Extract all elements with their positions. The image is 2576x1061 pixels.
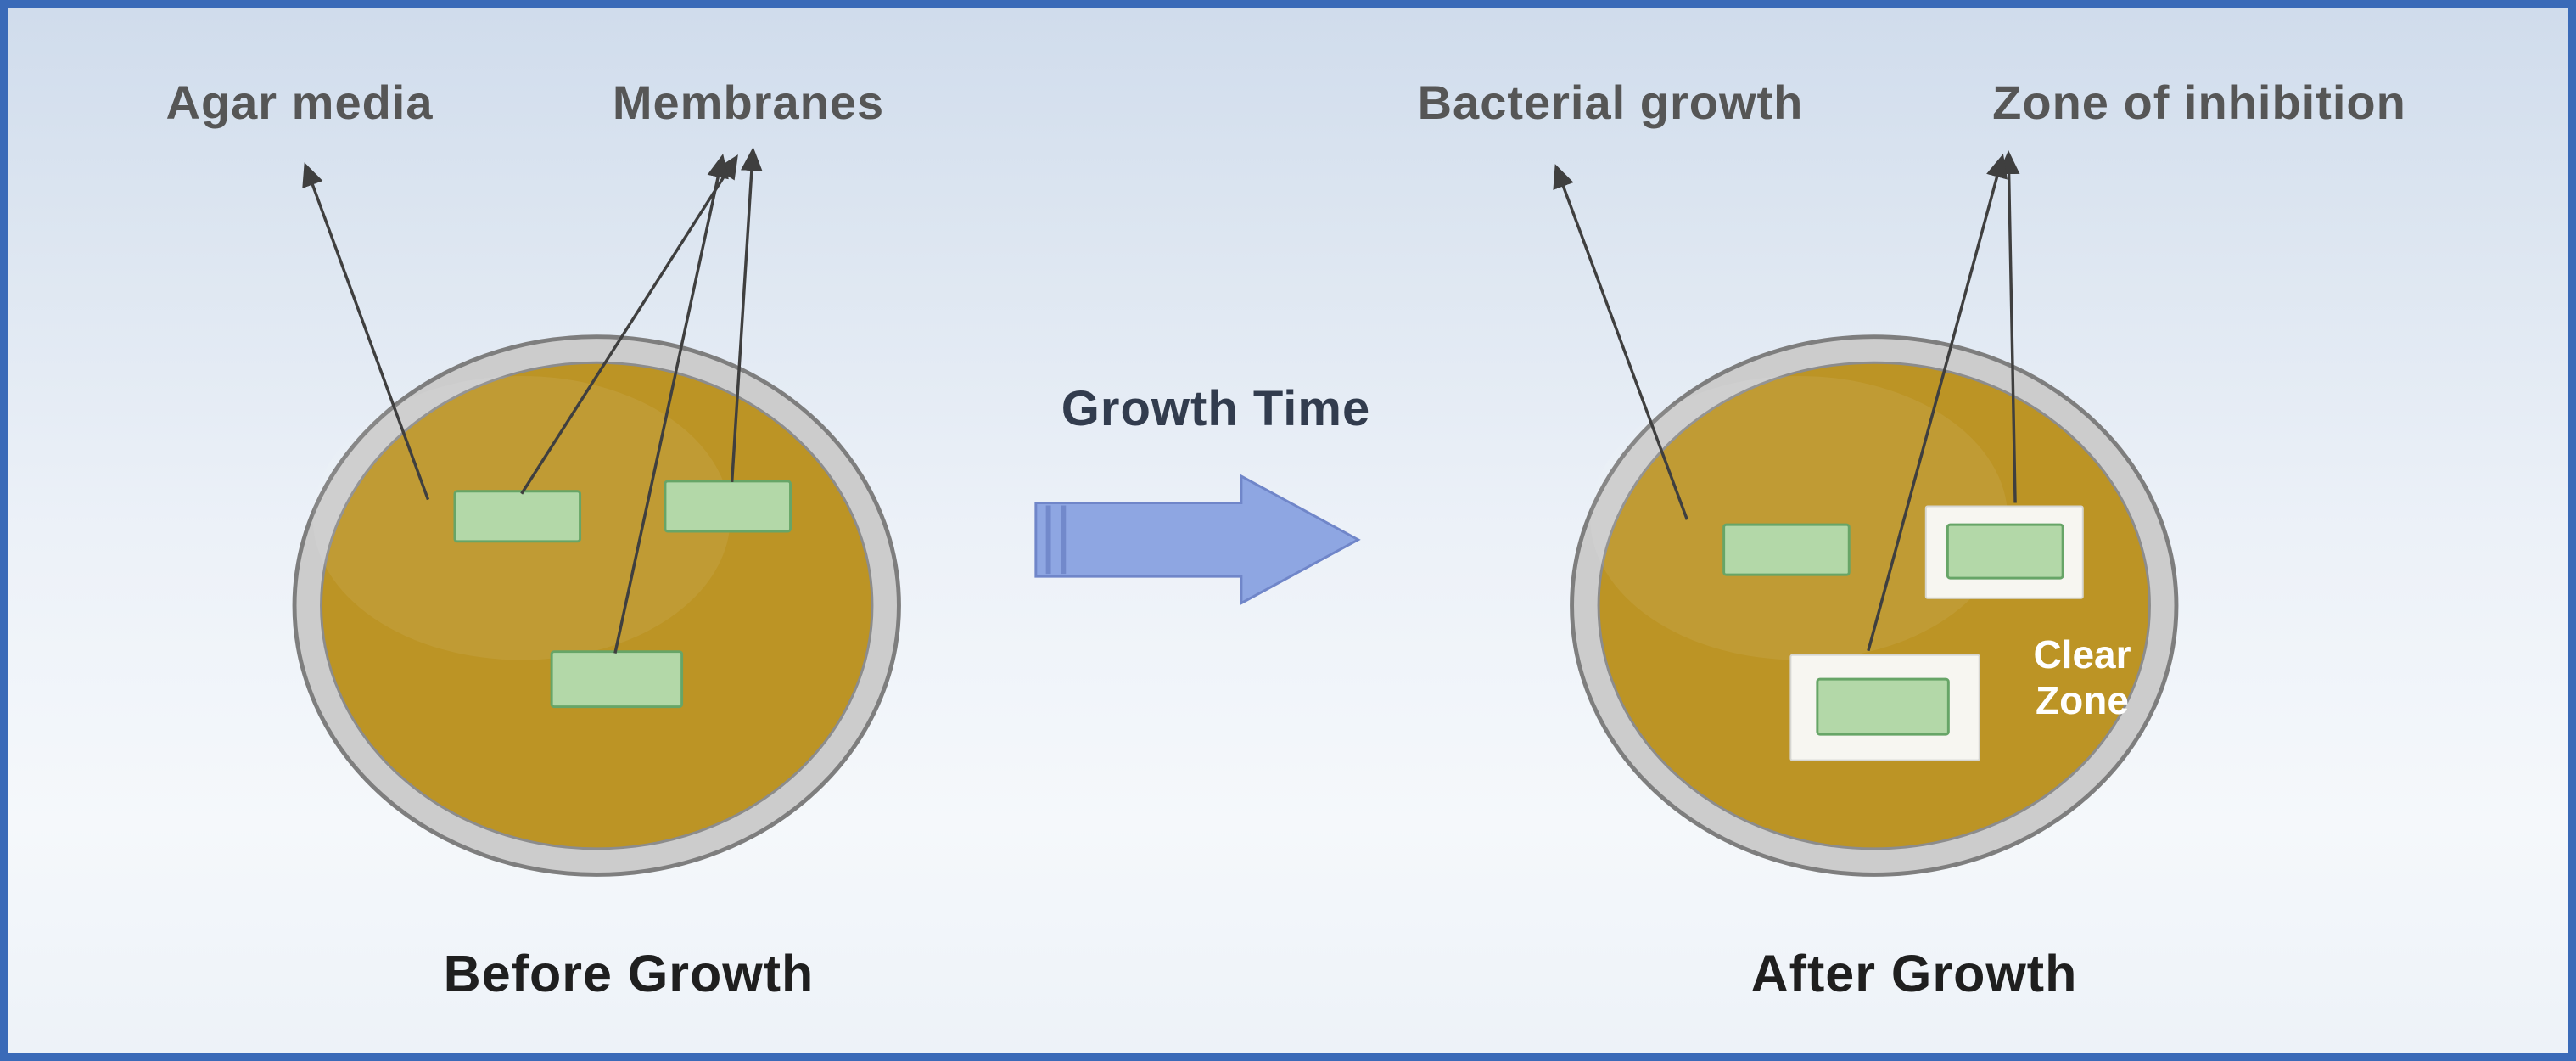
label-agar-media: Agar media — [165, 76, 434, 129]
annotation-arrows — [302, 147, 2020, 654]
petri-dish-before — [292, 334, 901, 877]
membrane-before-1 — [453, 490, 582, 543]
arrow-line-membrane-2 — [730, 147, 763, 483]
arrow-line-zone-top — [1997, 150, 2020, 503]
membrane-before-2 — [664, 480, 792, 533]
caption-before-growth: Before Growth — [443, 945, 815, 1002]
arrow-line-agar-media — [302, 162, 430, 501]
label-bacterial-growth: Bacterial growth — [1417, 76, 1804, 129]
arrow-line-membrane-1 — [520, 154, 738, 495]
membrane-before-3 — [550, 650, 684, 709]
caption-after-growth: After Growth — [1750, 945, 2078, 1002]
petri-dish-after — [1570, 334, 2179, 877]
agar-highlight — [1590, 375, 2008, 660]
growth-time-arrow — [1034, 474, 1361, 606]
clear-zone-line-2: Zone — [2036, 678, 2129, 723]
membrane-after-plain — [1722, 523, 1851, 576]
label-membranes: Membranes — [612, 76, 885, 129]
label-clear-zone: Clear Zone — [2033, 632, 2131, 724]
clear-zone-line-1: Clear — [2033, 632, 2131, 676]
membrane-after-zone-top — [1946, 523, 2064, 580]
label-zone-of-inhibition: Zone of inhibition — [1992, 76, 2406, 129]
arrow-line-zone-bottom — [1867, 154, 2008, 652]
label-growth-time: Growth Time — [1061, 381, 1371, 436]
membrane-after-zone-bottom — [1816, 677, 1950, 736]
diagram-canvas — [292, 147, 2179, 877]
block-arrow-right-icon — [1034, 474, 1361, 606]
agar-after — [1597, 361, 2151, 850]
arrow-line-membrane-3 — [613, 154, 729, 654]
arrow-line-bacterial-growth — [1553, 164, 1688, 520]
